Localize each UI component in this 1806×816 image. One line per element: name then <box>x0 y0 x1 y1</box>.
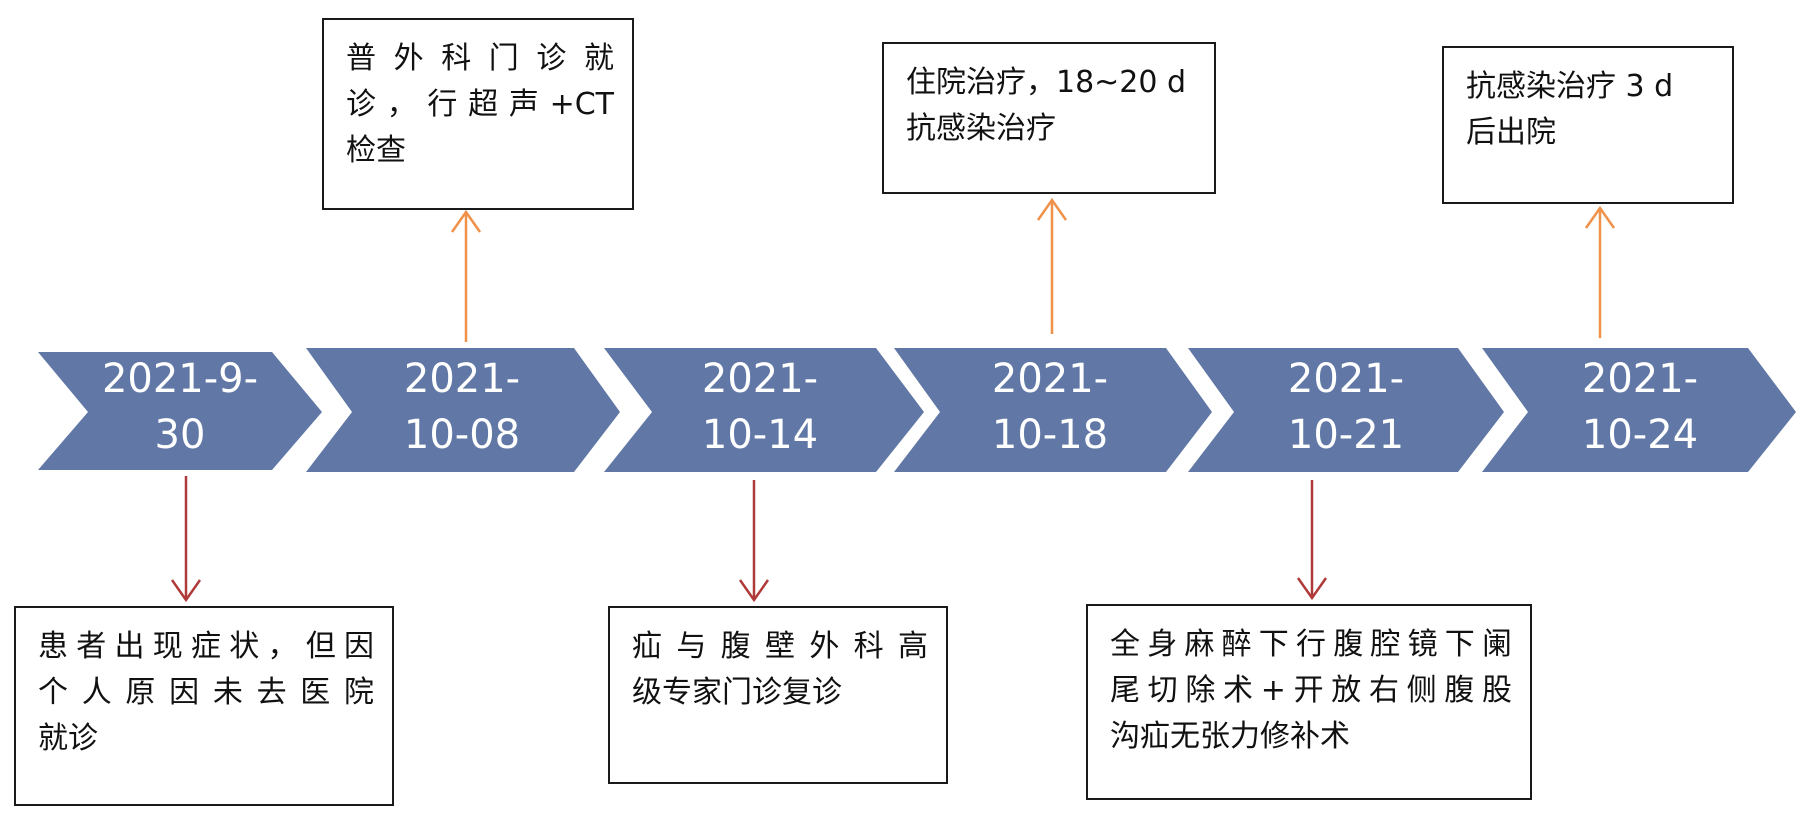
event-text-line: 尾切除术+开放右侧腹股 <box>1110 673 1512 708</box>
date-label-6-line2: 10-24 <box>1582 412 1698 458</box>
event-text-line: 个人原因未去医院 <box>38 675 374 710</box>
arrow-up-2 <box>1036 197 1068 334</box>
event-text-line: 沟疝无张力修补术 <box>1110 719 1350 754</box>
timeline-chevron-4 <box>894 348 1212 472</box>
event-text-line: 抗感染治疗 <box>906 111 1056 146</box>
event-text-line: 级专家门诊复诊 <box>632 675 842 710</box>
event-text-line: 普外科门诊就 <box>346 41 614 76</box>
date-label-2-line1: 2021- <box>404 356 520 402</box>
date-label-5-line2: 10-21 <box>1288 412 1404 458</box>
date-label-5-line1: 2021- <box>1288 356 1404 402</box>
event-box-specialist-follow-up: 疝与腹壁外科高 级专家门诊复诊 <box>608 606 948 784</box>
event-box-outpatient-visit: 普外科门诊就 诊，行超声+CT 检查 <box>322 18 634 210</box>
event-box-hospitalization: 住院治疗，18~20 d 抗感染治疗 <box>882 42 1216 194</box>
event-box-surgery: 全身麻醉下行腹腔镜下阑 尾切除术+开放右侧腹股 沟疝无张力修补术 <box>1086 604 1532 800</box>
arrow-down-2 <box>738 480 770 603</box>
date-label-3-line1: 2021- <box>702 356 818 402</box>
date-label-1-line2: 30 <box>155 412 206 458</box>
timeline-chevron-1 <box>38 352 322 470</box>
date-label-4-line1: 2021- <box>992 356 1108 402</box>
arrow-up-1 <box>450 209 482 342</box>
timeline-chevron-3 <box>604 348 924 472</box>
event-text-line: 后出院 <box>1466 115 1556 150</box>
timeline-chevron-2 <box>306 348 620 472</box>
date-label-2-line2: 10-08 <box>404 412 520 458</box>
date-label-1-line1: 2021-9- <box>102 356 258 402</box>
event-text-line: 患者出现症状，但因 <box>38 629 374 664</box>
event-text-line: 疝与腹壁外科高 <box>632 629 928 664</box>
event-text-line: 全身麻醉下行腹腔镜下阑 <box>1110 627 1512 662</box>
event-text-line: 就诊 <box>38 721 98 756</box>
date-label-6-line1: 2021- <box>1582 356 1698 402</box>
event-text-line: 抗感染治疗 3 d <box>1466 69 1674 104</box>
date-label-3-line2: 10-14 <box>702 412 818 458</box>
event-text-line: 住院治疗，18~20 d <box>906 65 1187 100</box>
timeline-chevron-6 <box>1482 348 1796 472</box>
event-text-line: 检查 <box>346 133 406 168</box>
event-text-line: 诊，行超声+CT <box>346 87 614 122</box>
arrow-down-3 <box>1296 480 1328 601</box>
arrow-up-3 <box>1584 205 1616 338</box>
arrow-down-1 <box>170 476 202 603</box>
date-label-4-line2: 10-18 <box>992 412 1108 458</box>
timeline-chevron-5 <box>1188 348 1504 472</box>
event-box-discharge: 抗感染治疗 3 d 后出院 <box>1442 46 1734 204</box>
event-box-symptom-onset: 患者出现症状，但因 个人原因未去医院 就诊 <box>14 606 394 806</box>
